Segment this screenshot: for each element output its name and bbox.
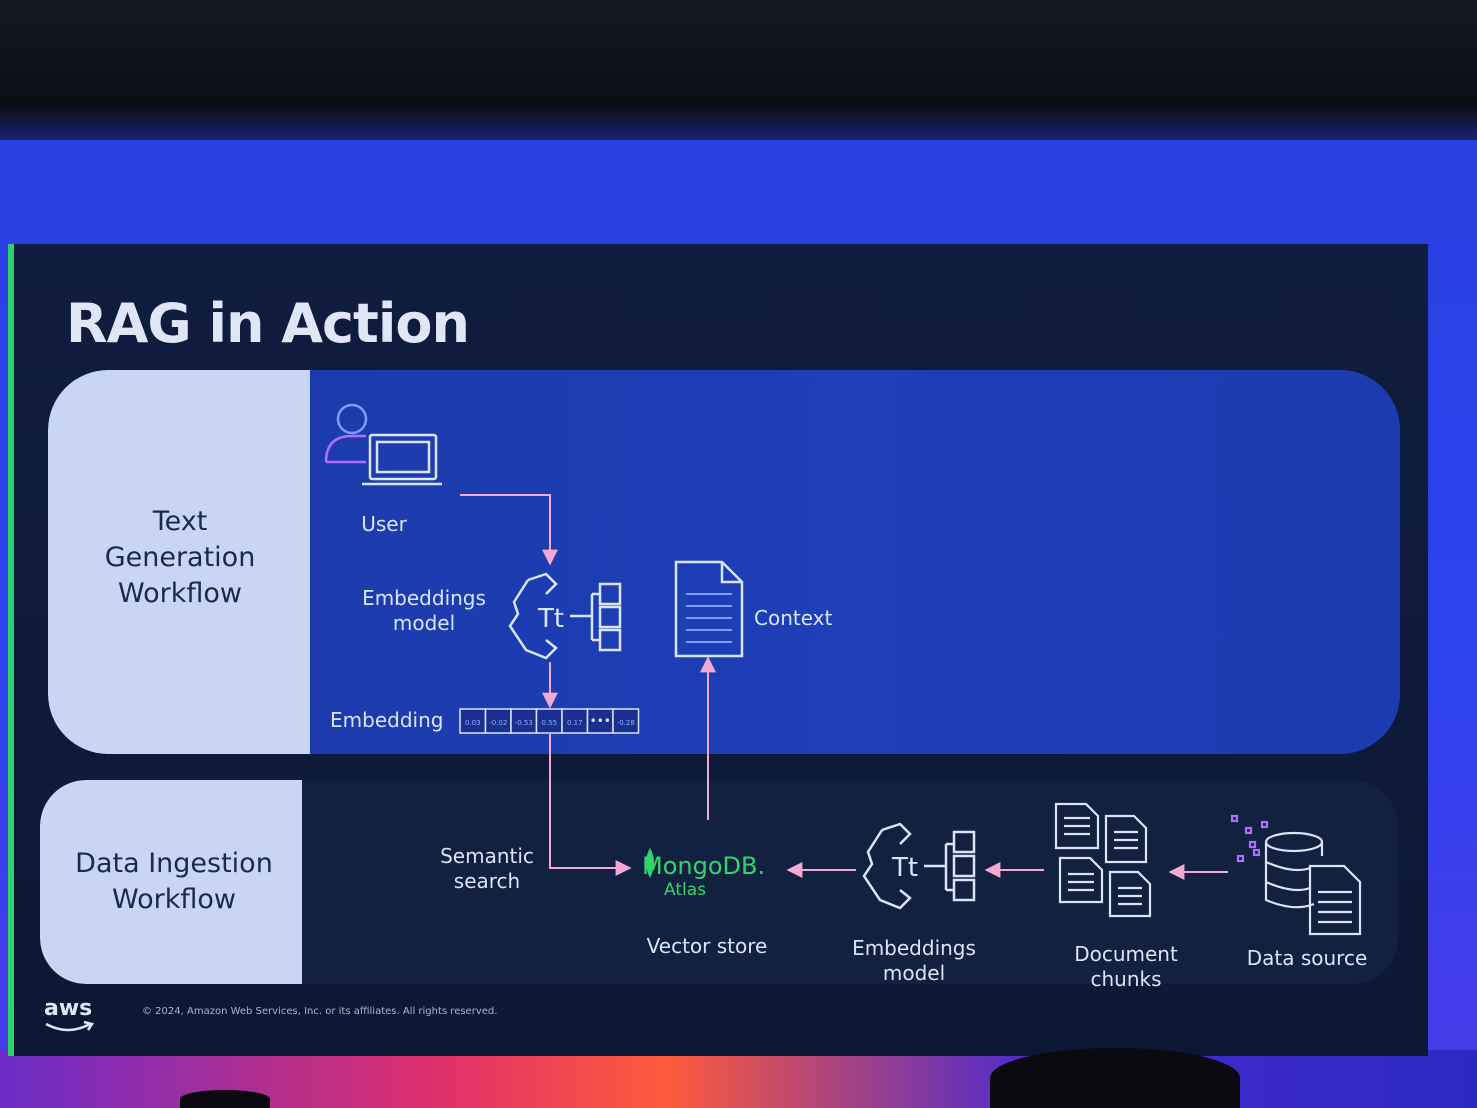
vector-cell-value: 0.55 [541, 719, 557, 727]
mongodb-atlas-text: Atlas [664, 880, 706, 900]
vector-cell-value: -0.02 [489, 719, 507, 727]
aws-logo: aws [44, 996, 93, 1021]
aws-smile-icon [45, 1020, 95, 1032]
vector-cell [510, 708, 538, 734]
document-chunks-icon [1054, 802, 1152, 918]
room-ceiling [0, 0, 1477, 150]
vector-cell [612, 708, 640, 734]
slide: RAG in Action Text Generation Workflow D… [8, 244, 1428, 1056]
svg-text:Tt: Tt [891, 853, 918, 883]
embeddings-model-label-bottom: Embeddings model [852, 936, 976, 985]
data-source-label: Data source [1246, 946, 1368, 970]
vector-cell [535, 708, 563, 734]
text-generation-panel [48, 370, 1400, 754]
diagram-graphics: Tt 0.03 -0.02 -0.53 0.55 0.17 ••• -0.28 [45, 403, 1362, 1032]
embeddings-model-icon-bottom: Tt [862, 822, 976, 910]
embeddings-model-icon-top: Tt [508, 572, 622, 660]
user-icon [324, 403, 442, 486]
semantic-search-label: Semantic search [440, 844, 534, 893]
embedding-vector: 0.03 -0.02 -0.53 0.55 0.17 ••• -0.28 [459, 708, 640, 734]
slide-title: RAG in Action [66, 292, 470, 355]
data-ingestion-label-box [40, 780, 302, 984]
audience-silhouette [180, 1090, 270, 1108]
vector-cell [561, 708, 589, 734]
text-generation-workflow-label: Text Generation Workflow [104, 506, 256, 609]
data-ingestion-workflow-label: Data Ingestion Workflow [75, 848, 273, 915]
document-icon [674, 560, 744, 658]
text-generation-label-box [48, 370, 310, 754]
embeddings-model-label-top: Embeddings model [362, 586, 486, 635]
mongodb-logo-text: MongoDB. [642, 852, 766, 880]
audience-silhouette [990, 1048, 1240, 1108]
context-label: Context [754, 606, 833, 630]
document-chunks-label: Document chunks [1074, 942, 1178, 991]
vector-cell-value: ••• [590, 714, 611, 728]
user-label: User [361, 512, 407, 536]
mongodb-leaf-icon [646, 848, 654, 878]
vector-store-label: Vector store [646, 934, 768, 958]
vector-cell-value: -0.28 [617, 719, 635, 727]
vector-cell [459, 708, 487, 734]
vector-cell-value: 0.03 [465, 719, 481, 727]
copyright-footer: © 2024, Amazon Web Services, Inc. or its… [142, 1006, 498, 1017]
data-ingestion-panel [40, 780, 1398, 984]
embedding-label: Embedding [330, 708, 444, 732]
vector-cell-value: -0.53 [515, 719, 533, 727]
data-source-icon [1230, 814, 1362, 936]
svg-text:Tt: Tt [537, 604, 564, 634]
vector-cell-value: 0.17 [567, 719, 583, 727]
flow-arrows [460, 494, 1228, 880]
